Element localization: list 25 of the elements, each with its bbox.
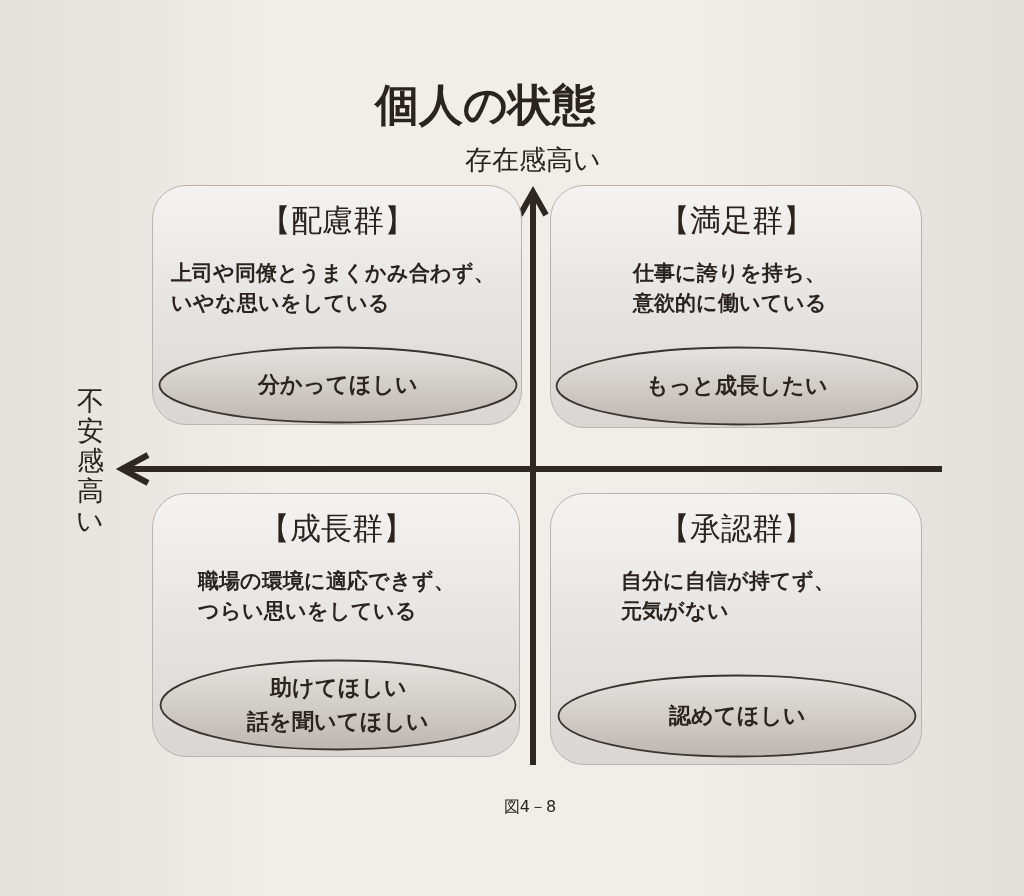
need-text: 認めてほしい	[668, 702, 806, 730]
group-heading: 【承認群】	[658, 509, 814, 548]
group-heading: 【配慮群】	[259, 201, 415, 240]
group-heading: 【満足群】	[658, 201, 814, 240]
need-text: 助けてほしい	[269, 674, 407, 702]
need-ellipse	[159, 659, 517, 751]
group-heading: 【成長群】	[258, 509, 414, 548]
group-description: 職場の環境に適応できず、つらい思いをしている	[198, 568, 456, 625]
group-description: 仕事に誇りを持ち、意欲的に働いている	[633, 260, 828, 317]
group-box	[550, 185, 922, 428]
group-box	[152, 493, 520, 757]
need-text: 話を聞いてほしい	[247, 708, 429, 736]
need-ellipse	[158, 346, 518, 424]
axis-label: 存在感高い	[464, 143, 602, 177]
group-description: 自分に自信が持てず、元気がない	[621, 568, 836, 625]
axis-label: 不安感高い	[76, 386, 104, 536]
group-description: 上司や同僚とうまくかみ合わず、いやな思いをしている	[171, 260, 496, 317]
title: 個人の状態	[373, 78, 597, 132]
need-text: もっと成長したい	[646, 372, 828, 400]
need-text: 分かってほしい	[258, 371, 418, 399]
group-box	[550, 493, 922, 765]
group-box	[152, 185, 522, 425]
need-ellipse	[555, 346, 919, 426]
need-ellipse	[557, 674, 917, 758]
figure-caption: 図4－8	[502, 797, 558, 818]
